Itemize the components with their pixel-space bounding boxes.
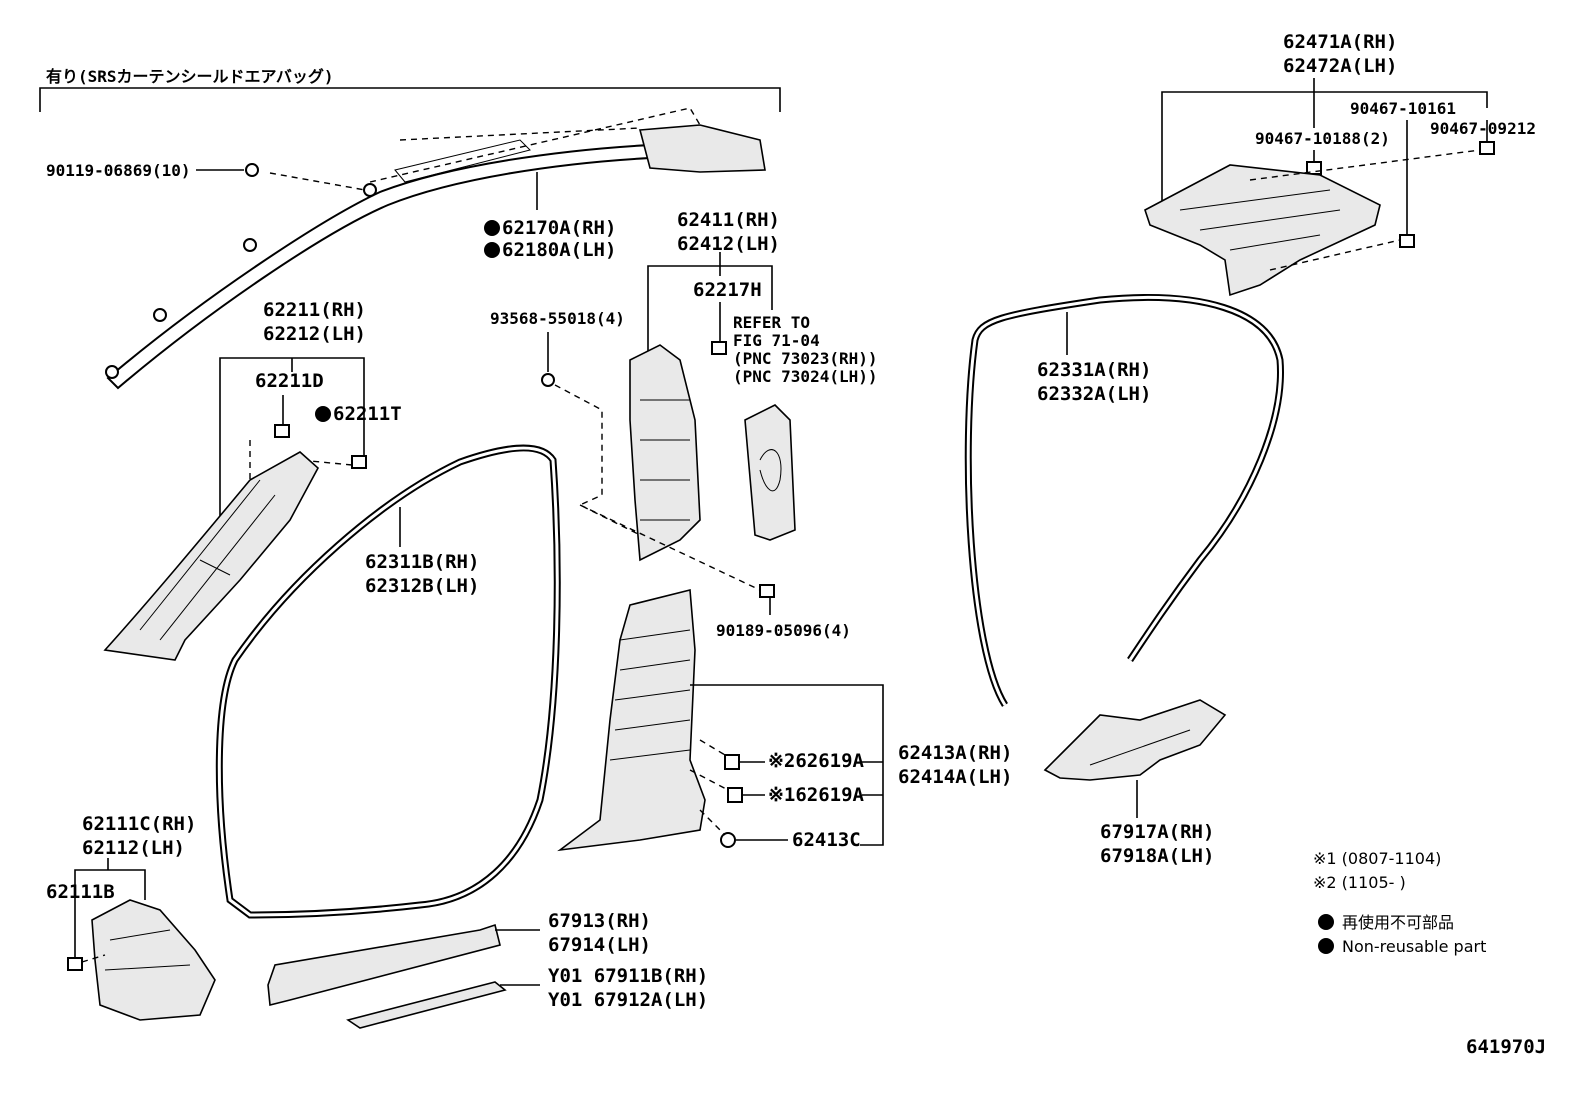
note-serial-1: ※1 (0807-1104)	[1313, 849, 1441, 868]
leader-62111-bracket	[74, 858, 146, 958]
label-62180A: 62180A(LH)	[502, 239, 616, 261]
label-62331A: 62331A(RH)	[1037, 359, 1151, 381]
label-62414A-lh: 62414A(LH)	[898, 766, 1012, 788]
label-90119-06869: 90119-06869(10)	[46, 161, 191, 180]
label-62619A-1: ※162619A	[768, 784, 865, 806]
label-62111B: 62111B	[46, 881, 115, 903]
clip-icon-62413C	[720, 832, 736, 848]
label-62112: 62112(LH)	[82, 837, 185, 859]
label-62311B: 62311B(RH)	[365, 551, 479, 573]
label-93568-55018: 93568-55018(4)	[490, 309, 625, 328]
label-62217H: 62217H	[693, 279, 762, 301]
clip-icon-90467-09212	[1479, 141, 1495, 155]
label-62111C: 62111C(RH)	[82, 813, 196, 835]
label-62472A: 62472A(LH)	[1283, 55, 1397, 77]
label-62411-rh: 62411(RH)	[677, 209, 780, 231]
clip-icon-62211D	[274, 424, 290, 438]
label-90467-10161: 90467-10161	[1350, 99, 1456, 118]
note-serial-2: ※2 (1105- )	[1313, 873, 1406, 892]
nonreusable-dot-62180	[484, 242, 500, 258]
nonreusable-dot-62211T	[315, 406, 331, 422]
rear-quarter-upper-garnish-part[interactable]	[1144, 164, 1381, 297]
rear-scuff-plate-part[interactable]	[1043, 699, 1227, 781]
label-90467-09212: 90467-09212	[1430, 119, 1536, 138]
clip-icon-90189	[759, 584, 775, 598]
label-67911B: Y01 67911B(RH)	[548, 965, 708, 987]
label-67912A: Y01 67912A(LH)	[548, 989, 708, 1011]
cowl-dash-line	[81, 954, 106, 963]
bolt-icon-90119	[245, 163, 259, 177]
label-90467-10188: 90467-10188(2)	[1255, 129, 1390, 148]
b-pillar-upper-garnish-part[interactable]	[629, 344, 701, 562]
cowl-side-trim-part[interactable]	[91, 899, 216, 1021]
b-pillar-dash-lines	[554, 384, 761, 591]
label-62413C: 62413C	[792, 829, 861, 851]
refer-text-line3: (PNC 73023(RH))	[733, 349, 878, 368]
label-62312B: 62312B(LH)	[365, 575, 479, 597]
airbag-dash-lines	[269, 107, 701, 191]
front-scuff-plate-part[interactable]	[267, 923, 501, 1007]
label-62413A-rh: 62413A(RH)	[898, 742, 1012, 764]
figure-id: 641970J	[1466, 1036, 1546, 1058]
leader-62471-bracket	[1161, 78, 1488, 205]
legend-dot-jp	[1318, 914, 1334, 930]
leader-62211-bracket	[219, 357, 365, 520]
label-62471A: 62471A(RH)	[1283, 31, 1397, 53]
refer-text-line2: FIG 71-04	[733, 331, 820, 350]
label-62211D: 62211D	[255, 370, 324, 392]
clip-icon-90467-10161	[1399, 234, 1415, 248]
leader-62413-bracket	[690, 684, 884, 846]
label-67917A: 67917A(RH)	[1100, 821, 1214, 843]
label-62332A: 62332A(LH)	[1037, 383, 1151, 405]
label-62170A: 62170A(RH)	[502, 217, 616, 239]
label-62211T: 62211T	[333, 403, 402, 425]
label-67918A: 67918A(LH)	[1100, 845, 1214, 867]
legend-dot-en	[1318, 938, 1334, 954]
lower-garnish-dash-lines	[689, 739, 729, 836]
label-90189-05096: 90189-05096(4)	[716, 621, 851, 640]
label-62211-rh: 62211(RH)	[263, 299, 366, 321]
a-pillar-garnish-part[interactable]	[103, 451, 320, 661]
leader-90467-lines	[1313, 120, 1488, 235]
clip-icon-62111B	[67, 957, 83, 971]
rear-garnish-dash-lines	[1249, 149, 1481, 271]
screw-icon-93568	[541, 373, 555, 387]
label-67913: 67913(RH)	[548, 910, 651, 932]
nonreusable-dot-62170	[484, 220, 500, 236]
clip-icon-62211T	[351, 455, 367, 469]
srs-note-label: 有り(SRSカーテンシールドエアバッグ)	[46, 67, 334, 86]
refer-text-line1: REFER TO	[733, 313, 810, 332]
refer-text-line4: (PNC 73024(LH))	[733, 367, 878, 386]
legend-nonreusable-jp: 再使用不可部品	[1342, 913, 1454, 932]
curtain-airbag-assembly[interactable]	[105, 124, 766, 390]
clip-icon-62619A-2	[724, 754, 740, 770]
leader-62411-bracket	[647, 252, 773, 352]
clip-icon-62619A-1	[727, 787, 743, 803]
label-62212-lh: 62212(LH)	[263, 323, 366, 345]
leader-62413-ticks	[862, 761, 883, 796]
legend-nonreusable-en: Non-reusable part	[1342, 937, 1486, 956]
front-door-scuff-part[interactable]	[346, 981, 507, 1029]
b-pillar-lower-garnish-part[interactable]	[557, 588, 706, 852]
srs-bracket-line	[39, 87, 781, 112]
clip-icon-62217H	[711, 341, 727, 355]
label-67914: 67914(LH)	[548, 934, 651, 956]
referenced-belt-cover-part[interactable]	[744, 404, 796, 541]
label-62619A-2: ※262619A	[768, 750, 865, 772]
label-62412-lh: 62412(LH)	[677, 233, 780, 255]
